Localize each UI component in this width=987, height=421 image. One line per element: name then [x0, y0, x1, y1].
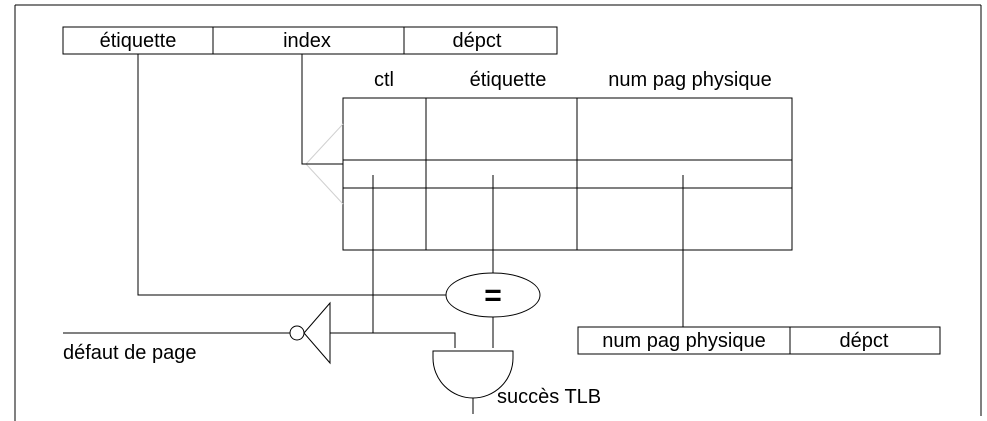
virtual-address-box: [62, 26, 558, 55]
tlb-header-ctl: ctl: [374, 69, 394, 91]
va-index-label: index: [283, 30, 331, 52]
inverter-triangle: [303, 301, 331, 365]
tlb-header-ppn: num pag physique: [608, 69, 771, 91]
tlb-header-tag: étiquette: [470, 69, 547, 91]
inverter-bubble: [289, 325, 305, 341]
index-line: [301, 54, 343, 165]
virtual-address-register: étiquette index dépct: [62, 26, 558, 55]
tlb-table: [342, 97, 793, 251]
comparator: =: [445, 272, 541, 318]
physical-address-register: num pag physique dépct: [577, 326, 941, 355]
tlb-table-box: [342, 97, 793, 251]
comparator-symbol: =: [484, 279, 502, 312]
index-decoder-mark-lower: [305, 163, 344, 205]
tlb-hit-label: succès TLB: [497, 386, 601, 408]
va-tag-label: étiquette: [100, 30, 177, 52]
ctl-to-and-line: [373, 332, 456, 348]
and-gate: [432, 350, 514, 399]
va-offset-label: dépct: [453, 30, 502, 52]
pa-ppn-label: num pag physique: [602, 330, 765, 352]
inverter-gate: [289, 301, 331, 365]
pa-offset-label: dépct: [840, 330, 889, 352]
index-decoder-mark-upper: [305, 123, 344, 165]
tag-line: [137, 54, 446, 296]
page-fault-label: défaut de page: [63, 342, 196, 364]
physical-address-box: [577, 326, 941, 355]
